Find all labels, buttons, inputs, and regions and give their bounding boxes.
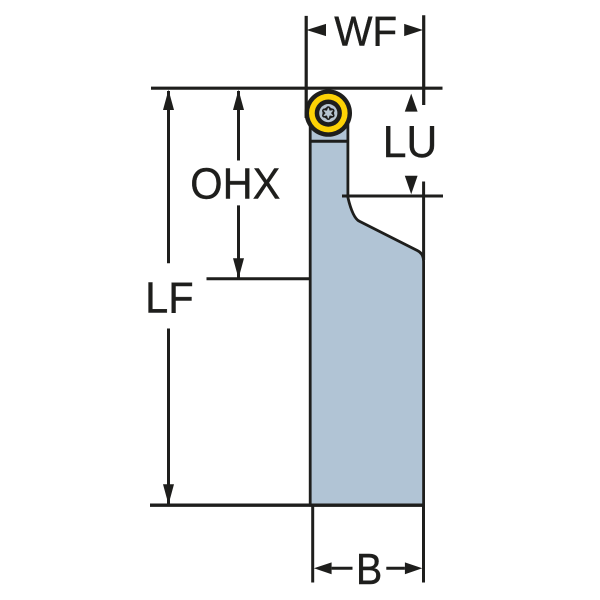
svg-text:WF: WF [334, 9, 397, 55]
svg-text:LU: LU [383, 117, 438, 167]
svg-text:B: B [356, 546, 382, 594]
svg-text:OHX: OHX [190, 159, 280, 208]
svg-text:LF: LF [145, 275, 194, 323]
